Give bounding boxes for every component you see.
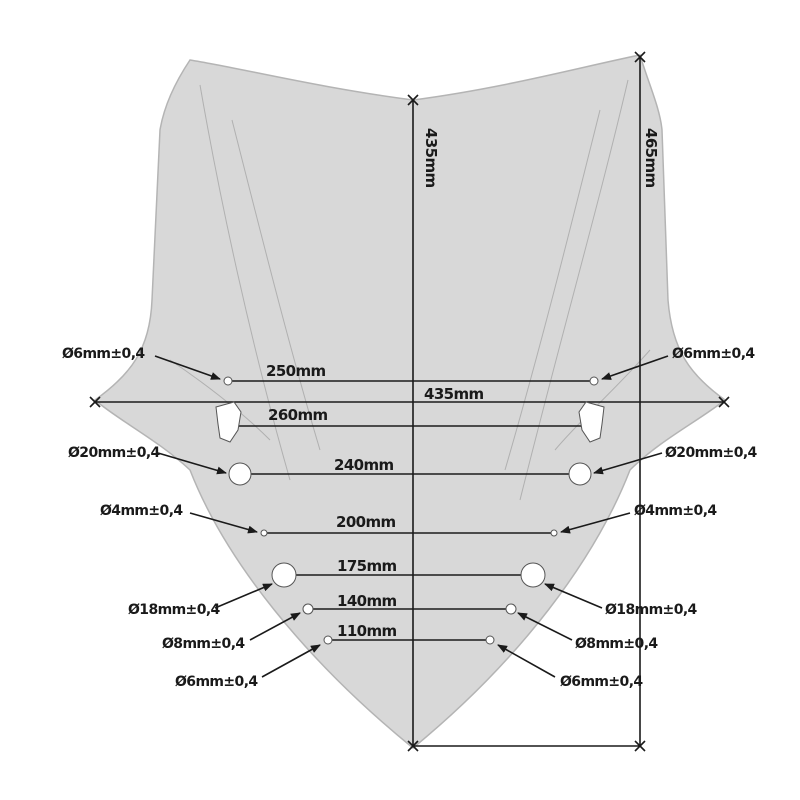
leader-left-row5 xyxy=(214,583,273,609)
glass-contour-right-2 xyxy=(504,109,601,471)
row2-width-label: 260mm xyxy=(268,406,328,424)
hole-label-left-row7: Ø6mm±0,4 xyxy=(175,674,258,690)
row4-width-label: 200mm xyxy=(336,513,396,531)
center-height-label: 435mm xyxy=(422,128,440,188)
hole-left-row6 xyxy=(302,603,314,615)
slot-left-row2 xyxy=(215,401,242,443)
hole-label-left-row6: Ø8mm±0,4 xyxy=(162,636,245,652)
leader-left-row1 xyxy=(154,355,221,380)
hole-left-row1 xyxy=(223,376,233,386)
slot-right-row2 xyxy=(578,401,605,443)
leader-left-row4 xyxy=(189,512,258,534)
row1-width-label: 250mm xyxy=(266,362,326,380)
hole-left-row5 xyxy=(271,562,297,588)
glass-contour-left-2 xyxy=(231,119,321,451)
hole-label-left-row4: Ø4mm±0,4 xyxy=(100,503,183,519)
glass-contour-left-3 xyxy=(169,359,271,441)
cross-marker-center-top xyxy=(407,94,419,106)
hole-right-row6 xyxy=(505,603,517,615)
hole-label-right-row3: Ø20mm±0,4 xyxy=(665,445,758,461)
leader-left-row3 xyxy=(157,452,227,475)
cross-marker-side-bottom xyxy=(634,740,646,752)
leader-right-row3 xyxy=(593,452,663,475)
row6-width-label: 140mm xyxy=(337,592,397,610)
leader-left-row7 xyxy=(261,644,321,678)
row5-width-label: 175mm xyxy=(337,557,397,575)
hole-right-row1 xyxy=(589,376,599,386)
leader-right-row7 xyxy=(497,644,556,678)
glass-contour-right-1 xyxy=(519,79,629,501)
leader-left-row6 xyxy=(249,612,301,641)
leader-right-row6 xyxy=(517,612,573,641)
hole-right-row4 xyxy=(550,529,558,537)
hole-label-right-row7: Ø6mm±0,4 xyxy=(560,674,643,690)
hole-label-right-row5: Ø18mm±0,4 xyxy=(605,602,698,618)
hole-left-row7 xyxy=(323,635,333,645)
glass-contour-left-1 xyxy=(199,84,291,481)
overall-width-label: 435mm xyxy=(424,385,484,403)
side-height-label: 465mm xyxy=(642,128,660,188)
hole-left-row3 xyxy=(228,462,252,486)
leader-right-row1 xyxy=(601,355,669,380)
leader-right-row4 xyxy=(560,512,631,534)
hole-right-row3 xyxy=(568,462,592,486)
leader-right-row5 xyxy=(544,583,603,609)
hole-label-right-row1: Ø6mm±0,4 xyxy=(672,346,755,362)
cross-marker-side-top xyxy=(634,51,646,63)
cross-marker-center-bottom xyxy=(407,740,419,752)
hole-label-left-row5: Ø18mm±0,4 xyxy=(128,602,221,618)
hole-label-left-row3: Ø20mm±0,4 xyxy=(68,445,161,461)
row3-width-label: 240mm xyxy=(334,456,394,474)
hole-label-right-row6: Ø8mm±0,4 xyxy=(575,636,658,652)
hole-right-row7 xyxy=(485,635,495,645)
glass-contour-right-3 xyxy=(554,349,651,451)
hole-label-right-row4: Ø4mm±0,4 xyxy=(634,503,717,519)
hole-left-row4 xyxy=(260,529,268,537)
row7-width-label: 110mm xyxy=(337,622,397,640)
hole-right-row5 xyxy=(520,562,546,588)
hole-label-left-row1: Ø6mm±0,4 xyxy=(62,346,145,362)
